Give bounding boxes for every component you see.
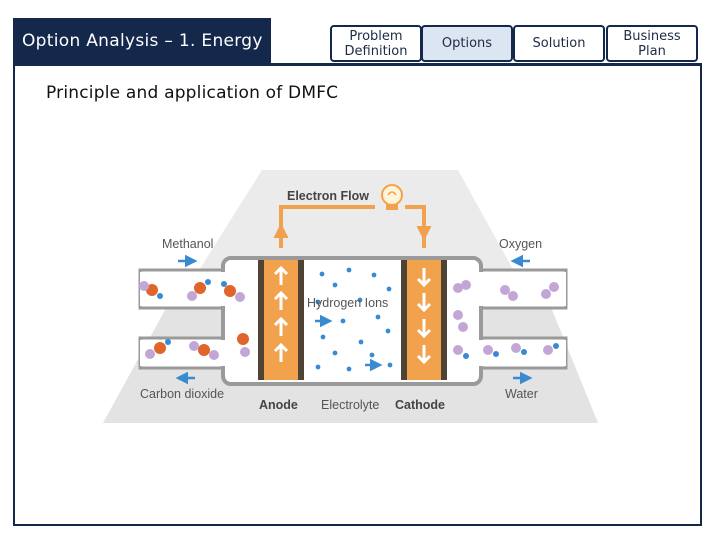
label-cathode: Cathode [395, 398, 445, 412]
label-electrolyte: Electrolyte [321, 398, 379, 412]
label-water: Water [505, 387, 538, 401]
label-electron-flow: Electron Flow [287, 189, 369, 203]
label-methanol: Methanol [162, 237, 213, 251]
oxygen-water-molecules [453, 280, 559, 359]
hydrogen-ion-dots [315, 267, 393, 372]
tab-solution[interactable]: Solution [513, 25, 605, 62]
methanol-molecules [139, 279, 250, 360]
label-carbon-dioxide: Carbon dioxide [140, 387, 224, 401]
label-anode: Anode [259, 398, 298, 412]
light-bulb-icon [381, 184, 403, 210]
content-frame [13, 63, 702, 526]
label-oxygen: Oxygen [499, 237, 542, 251]
label-hydrogen-ions: Hydrogen Ions [307, 296, 388, 310]
tab-options[interactable]: Options [421, 25, 513, 62]
section-heading: Principle and application of DMFC [46, 83, 339, 103]
page-title: Option Analysis – 1. Energy [13, 18, 271, 63]
